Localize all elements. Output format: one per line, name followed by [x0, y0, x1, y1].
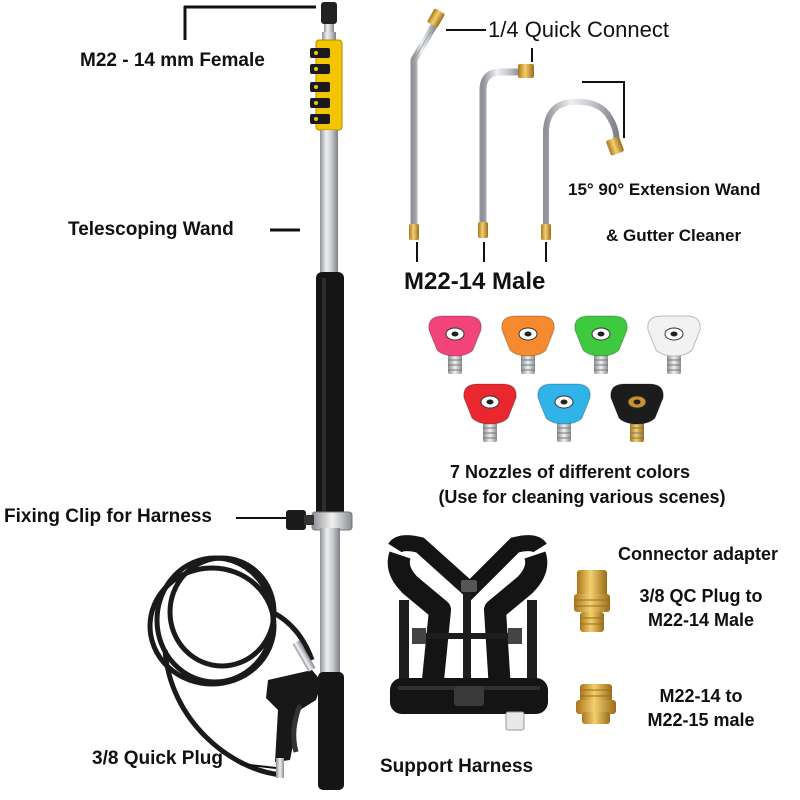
red-nozzle-icon: [463, 383, 517, 442]
orange-nozzle-icon: [501, 315, 555, 374]
male-connector-label: M22-14 Male: [404, 268, 546, 295]
yellow-clamp-set: [310, 39, 343, 131]
adapter1-label-line1: 3/8 QC Plug to: [639, 586, 763, 606]
black-nozzle-icon: [610, 383, 664, 442]
gutter-cleaner-wand: [541, 98, 624, 240]
adapter-m22-14-to-m22-15: [576, 684, 616, 724]
trigger-gun: [239, 640, 322, 778]
telescoping-wand: [286, 2, 353, 790]
quick-connect-leader: [446, 29, 533, 62]
pink-nozzle-icon: [428, 315, 482, 374]
telescoping-wand-label: Telescoping Wand: [68, 219, 234, 240]
extension-wand-label: 15° 90° Extension Wand: [568, 180, 761, 199]
nozzle-set: [428, 315, 701, 442]
green-nozzle-icon: [574, 315, 628, 374]
adapter-qc-plug: [574, 570, 610, 632]
quick-plug-label: 3/8 Quick Plug: [92, 748, 223, 769]
connector-adapter-heading: Connector adapter: [617, 544, 779, 564]
adapter2-label-line1: M22-14 to: [659, 686, 743, 706]
extension-wand-straight: [409, 8, 445, 240]
male-connector-ticks: [416, 242, 547, 262]
female-connector-label: M22 - 14 mm Female: [80, 50, 265, 71]
adapter1-label-line2: M22-14 Male: [647, 610, 755, 630]
gutter-cleaner-label: & Gutter Cleaner: [606, 226, 742, 245]
female-connector-leader: [183, 5, 316, 40]
white-nozzle-icon: [647, 315, 701, 374]
fixing-clip: [286, 510, 353, 531]
adapter2-label-line2: M22-15 male: [647, 710, 755, 730]
nozzles-caption: 7 Nozzles of different colors: [449, 462, 691, 482]
support-harness: [387, 535, 548, 731]
fixing-clip-label: Fixing Clip for Harness: [4, 506, 212, 527]
hose-coil: [147, 555, 315, 778]
quick-connect-label: 1/4 Quick Connect: [488, 17, 669, 42]
extension-wand-leader: [582, 81, 625, 138]
blue-nozzle-icon: [537, 383, 591, 442]
nozzles-caption-sub: (Use for cleaning various scenes): [438, 487, 726, 507]
support-harness-label: Support Harness: [380, 756, 534, 777]
extension-wand-90-degree: [478, 64, 534, 238]
